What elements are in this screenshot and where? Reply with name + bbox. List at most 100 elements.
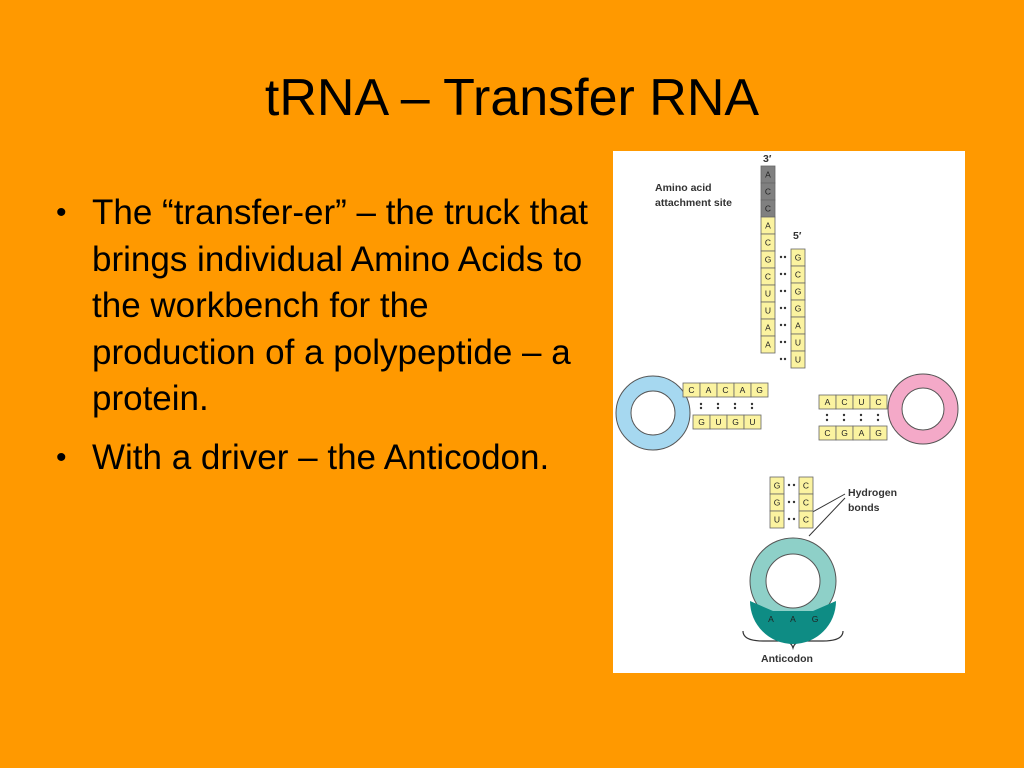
acceptor-5prime-base-letter: C	[795, 270, 801, 280]
base-pair-dot	[783, 306, 787, 310]
t-arm-bottom-base-letter: C	[824, 428, 830, 438]
base-pair-dot	[779, 306, 783, 310]
hydrogen-bonds-label: Hydrogen	[848, 487, 897, 499]
acceptor-3prime-base-letter: U	[765, 289, 771, 299]
t-arm-top-base-letter: C	[841, 397, 847, 407]
d-arm-top-base-letter: C	[688, 385, 694, 395]
acceptor-3prime-base-letter: A	[765, 170, 771, 180]
base-pair-dot	[825, 413, 829, 417]
anticodon-brace	[742, 630, 844, 651]
hbond-pointer-line	[808, 493, 846, 515]
acceptor-3prime-base-letter: G	[765, 255, 772, 265]
anticodon-stem-left-base-letter: G	[774, 498, 781, 508]
five-prime-label: 5′	[793, 230, 802, 242]
three-prime-label: 3′	[763, 153, 772, 165]
base-pair-dot	[792, 483, 796, 487]
t-arm-bottom-base-letter: G	[841, 428, 848, 438]
d-arm-top-base-box	[750, 382, 769, 398]
base-pair-dot	[842, 413, 846, 417]
base-pair-dot	[783, 357, 787, 361]
trna-svg: Amino acid attachment site 3′ 5′ Hydroge…	[615, 153, 959, 665]
hbond-pointer-line	[808, 497, 846, 537]
base-pair-dot	[733, 406, 737, 410]
base-pair-dot	[825, 418, 829, 422]
acceptor-3prime-base-letter: C	[765, 272, 771, 282]
d-arm-top-base-letter: G	[756, 385, 763, 395]
base-pair-dot	[783, 272, 787, 276]
base-pair-dot	[783, 289, 787, 293]
acceptor-3prime-base-letter: C	[765, 238, 771, 248]
anticodon-region	[750, 601, 836, 644]
t-arm-bottom-base-box	[869, 425, 888, 441]
base-pair-dot	[779, 272, 783, 276]
anticodon-base: A	[790, 614, 796, 624]
d-arm-bottom-base-box	[743, 414, 762, 430]
amino-acid-site-label: Amino acid	[655, 182, 712, 194]
t-arm-bottom-base-letter: G	[875, 428, 882, 438]
base-pair-dot	[779, 340, 783, 344]
base-pair-dot	[750, 406, 754, 410]
base-pair-dot	[787, 500, 791, 504]
acceptor-3prime-base-letter: C	[765, 204, 771, 214]
d-arm-bottom-base-letter: G	[732, 417, 739, 427]
anticodon-base: G	[812, 614, 819, 624]
anticodon-stem-left-base-box	[769, 510, 785, 529]
base-pair-dot	[779, 255, 783, 259]
anticodon-label: Anticodon	[761, 653, 813, 665]
base-pair-dot	[716, 406, 720, 410]
base-pair-dot	[792, 500, 796, 504]
bullet-dot: •	[56, 440, 67, 474]
acceptor-5prime-base-letter: A	[795, 321, 801, 331]
base-pair-dot	[733, 402, 737, 406]
bullet-text: The “transfer-er” – the truck that bring…	[92, 193, 589, 418]
d-arm-top-base-letter: C	[722, 385, 728, 395]
base-pair-dot	[783, 255, 787, 259]
t-arm-top-base-letter: A	[825, 397, 831, 407]
acceptor-5prime-base-letter: G	[795, 304, 802, 314]
d-arm-top-base-letter: A	[740, 385, 746, 395]
base-pair-dot	[779, 323, 783, 327]
anticodon-stem-right-base-letter: C	[803, 481, 809, 491]
bullet-item: • With a driver – the Anticodon.	[54, 435, 594, 482]
bullet-dot: •	[56, 196, 67, 229]
acceptor-3prime-base-letter: U	[765, 306, 771, 316]
acceptor-3prime-base-letter: A	[765, 221, 771, 231]
t-arm-top-base-letter: U	[858, 397, 864, 407]
acceptor-5prime-base-letter: G	[795, 253, 802, 263]
base-pair-dot	[750, 402, 754, 406]
d-loop-inner	[630, 390, 676, 436]
base-pair-dot	[783, 323, 787, 327]
anticodon-stem-right-base-letter: C	[803, 515, 809, 525]
hydrogen-bonds-label-2: bonds	[848, 502, 880, 514]
base-pair-dot	[699, 406, 703, 410]
d-arm-bottom-base-letter: U	[749, 417, 755, 427]
d-arm-bottom-base-letter: G	[698, 417, 705, 427]
base-pair-dot	[842, 418, 846, 422]
trna-diagram: Amino acid attachment site 3′ 5′ Hydroge…	[613, 151, 965, 673]
base-pair-dot	[859, 413, 863, 417]
acceptor-5prime-base-letter: G	[795, 287, 802, 297]
base-pair-dot	[876, 413, 880, 417]
acceptor-3prime-base-letter: A	[765, 340, 771, 350]
bullet-text: With a driver – the Anticodon.	[92, 437, 550, 477]
base-pair-dot	[716, 402, 720, 406]
amino-acid-site-label-2: attachment site	[655, 197, 732, 209]
bullet-list: • The “transfer-er” – the truck that bri…	[54, 190, 594, 493]
anticodon-base: A	[768, 614, 774, 624]
d-arm-top-base-letter: A	[706, 385, 712, 395]
t-loop-inner	[901, 387, 945, 431]
base-pair-dot	[779, 357, 783, 361]
t-arm-bottom-base-letter: A	[859, 428, 865, 438]
bullet-item: • The “transfer-er” – the truck that bri…	[54, 190, 594, 423]
base-pair-dot	[859, 418, 863, 422]
t-arm-top-base-box	[869, 394, 888, 410]
base-pair-dot	[792, 517, 796, 521]
base-pair-dot	[787, 517, 791, 521]
d-arm-bottom-base-letter: U	[715, 417, 721, 427]
base-pair-dot	[876, 418, 880, 422]
anticodon-stem-left-base-letter: G	[774, 481, 781, 491]
acceptor-5prime-base-letter: U	[795, 338, 801, 348]
base-pair-dot	[783, 340, 787, 344]
acceptor-3prime-base-letter: C	[765, 187, 771, 197]
